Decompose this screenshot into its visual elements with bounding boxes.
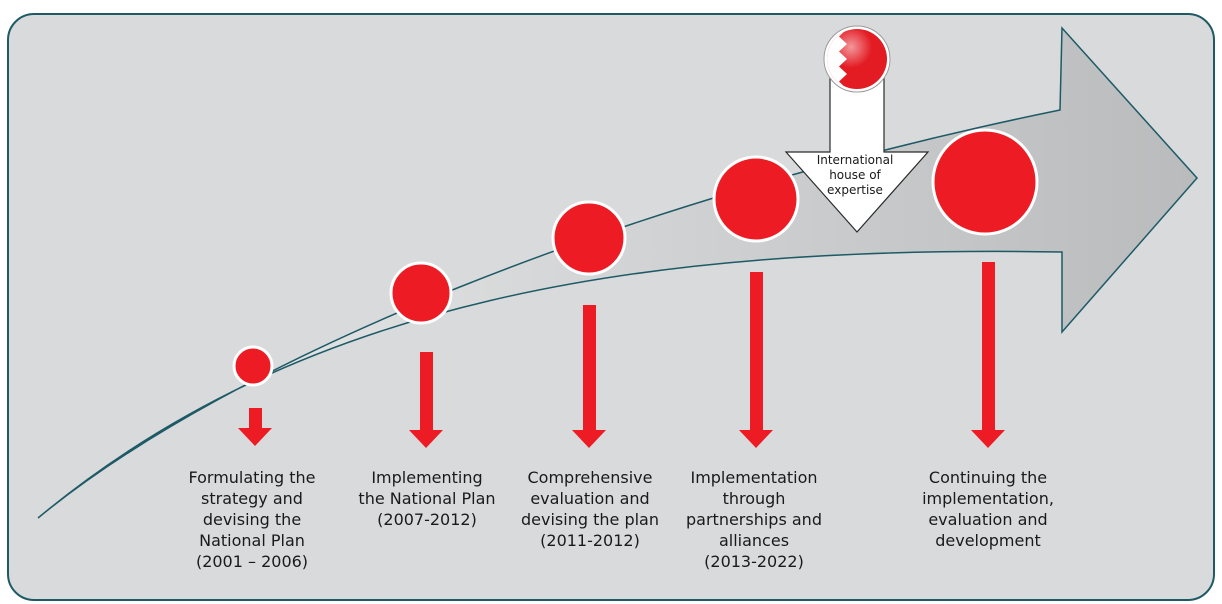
stage-marker-1 [232,345,274,446]
down-arrow-5 [971,262,1005,448]
down-arrow-2 [409,352,443,448]
progress-arrow [37,26,1199,519]
stage-label-2: Implementing the National Plan (2007-201… [358,468,496,529]
stage-marker-5 [931,128,1039,448]
down-arrow-3 [572,305,606,448]
stage-label-5: Continuing the implementation, evaluatio… [922,468,1054,550]
stage-label-3: Comprehensive evaluation and devising th… [521,468,659,550]
stage-marker-2 [389,261,453,448]
callout-label: International house of expertise [816,153,894,197]
bahrain-flag-icon [823,25,891,93]
stage-label-1: Formulating the strategy and devising th… [188,468,316,571]
down-arrow-4 [739,272,773,448]
stage-marker-4 [712,155,800,448]
down-arrow-1 [238,408,272,446]
stage-marker-3 [551,200,627,448]
stage-label-4: Implementation through partnerships and … [686,468,822,571]
